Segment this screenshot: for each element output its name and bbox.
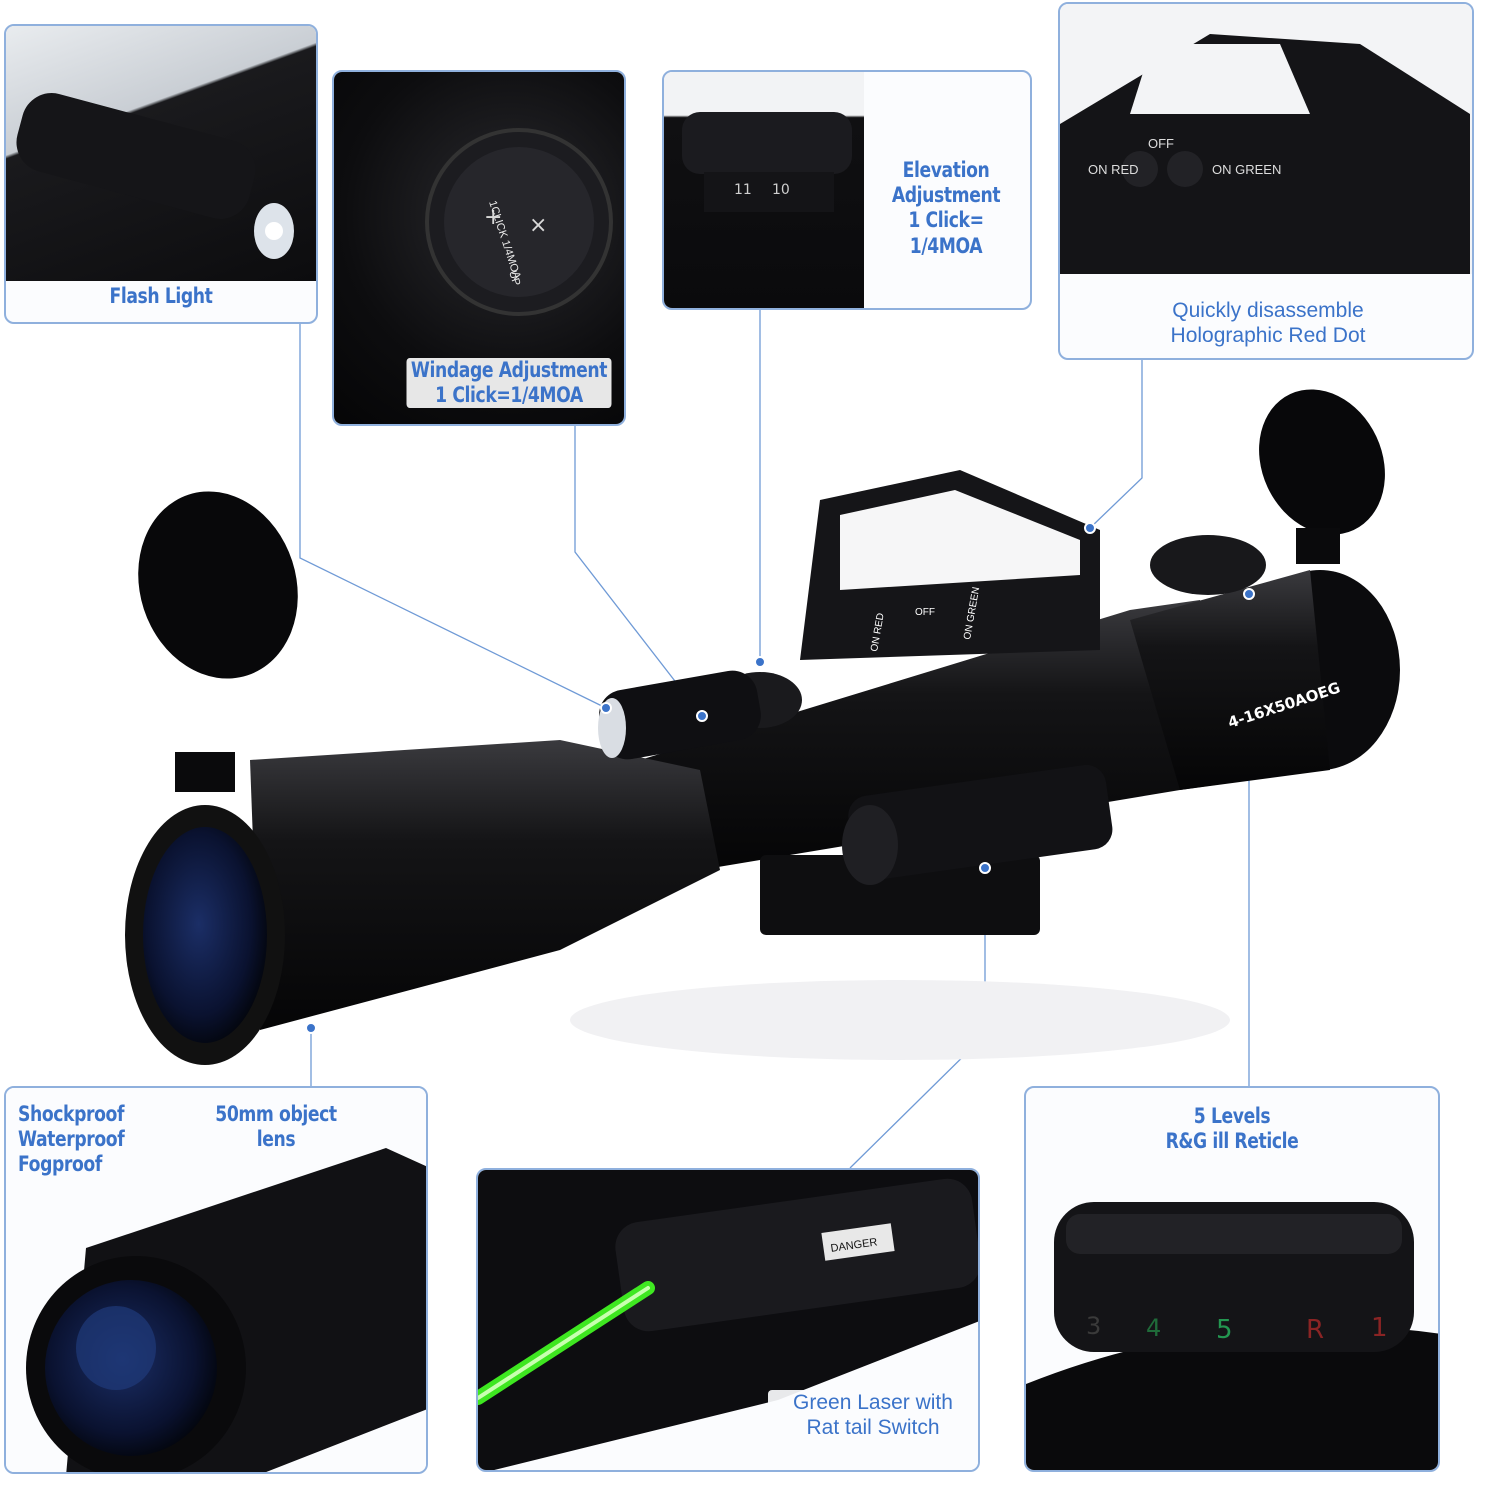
elevation-label-line1: Elevation — [902, 158, 990, 182]
reticle-knob-photo: 3 4 5 R 1 — [1026, 1184, 1438, 1470]
svg-text:×: × — [529, 213, 547, 238]
reticle-level-3: 3 — [1086, 1312, 1101, 1340]
reticle-label: 5 Levels R&G ill Reticle — [1063, 1104, 1401, 1154]
elevation-label-line3: 1 Click= 1/4MOA — [908, 208, 984, 258]
flash-light-panel: Flash Light — [4, 24, 318, 324]
waterproof-label: Waterproof — [18, 1127, 125, 1152]
windage-up-marking: UP — [506, 269, 522, 287]
red-dot-on-red-marking: ON RED — [1088, 162, 1139, 177]
svg-text:+: + — [484, 205, 502, 230]
green-laser-photo: DANGER — [478, 1170, 978, 1470]
windage-label: Windage Adjustment 1 Click=1/4MOA — [406, 358, 612, 409]
green-laser-label: Green Laser with Rat tail Switch — [768, 1390, 978, 1441]
windage-label-line1: Windage Adjustment — [410, 358, 608, 382]
reticle-label-line2: R&G ill Reticle — [1165, 1129, 1299, 1154]
reticle-level-5: 5 — [1216, 1315, 1233, 1345]
sight-off-marking: OFF — [915, 607, 935, 618]
green-laser-panel: DANGER Green Laser with Rat tail Switch — [476, 1168, 980, 1472]
elevation-label-line2: Adjustment — [891, 183, 1001, 208]
flash-light-photo — [6, 26, 316, 281]
windage-label-line2: 1 Click=1/4MOA — [435, 383, 583, 408]
objective-lens-photo — [6, 1088, 426, 1472]
red-dot-label: Quickly disassemble Holographic Red Dot — [1060, 298, 1472, 348]
flash-light-label: Flash Light — [109, 284, 213, 308]
objective-lens-panel: Shockproof Waterproof Fogproof 50mm obje… — [4, 1086, 428, 1474]
windage-panel: 1CLICK 1/4MOA UP + × Windage Adjustment … — [332, 70, 626, 426]
durability-label: Shockproof Waterproof Fogproof — [18, 1102, 141, 1178]
green-laser-label-line2: Rat tail Switch — [806, 1416, 940, 1440]
elevation-label: Elevation Adjustment 1 Click= 1/4MOA — [872, 158, 1020, 259]
fogproof-label: Fogproof — [18, 1152, 102, 1177]
red-dot-label-line1: Quickly disassemble — [1172, 299, 1364, 322]
elevation-panel: 11 10 Elevation Adjustment 1 Click= 1/4M… — [662, 70, 1032, 310]
elevation-turret-photo: 11 10 — [664, 72, 864, 308]
reticle-level-r: R — [1306, 1315, 1324, 1345]
red-dot-on-green-marking: ON GREEN — [1212, 162, 1281, 177]
elevation-turret-number-11: 11 — [734, 182, 752, 198]
red-dot-off-marking: OFF — [1148, 136, 1174, 151]
reticle-panel: 5 Levels R&G ill Reticle 3 4 5 R 1 — [1024, 1086, 1440, 1472]
shockproof-label: Shockproof — [18, 1102, 125, 1126]
elevation-turret-number-10: 10 — [772, 182, 790, 198]
reticle-level-1: 1 — [1371, 1313, 1388, 1343]
red-dot-panel: ON RED OFF ON GREEN Quickly disassemble … — [1058, 2, 1474, 360]
reticle-level-4: 4 — [1146, 1314, 1161, 1342]
red-dot-label-line2: Holographic Red Dot — [1170, 324, 1366, 348]
green-laser-label-line1: Green Laser with — [793, 1391, 953, 1414]
reticle-label-line1: 5 Levels — [1193, 1104, 1271, 1128]
red-dot-sight-photo: ON RED OFF ON GREEN — [1060, 4, 1472, 274]
object-lens-label: 50mm object lens — [215, 1102, 337, 1152]
